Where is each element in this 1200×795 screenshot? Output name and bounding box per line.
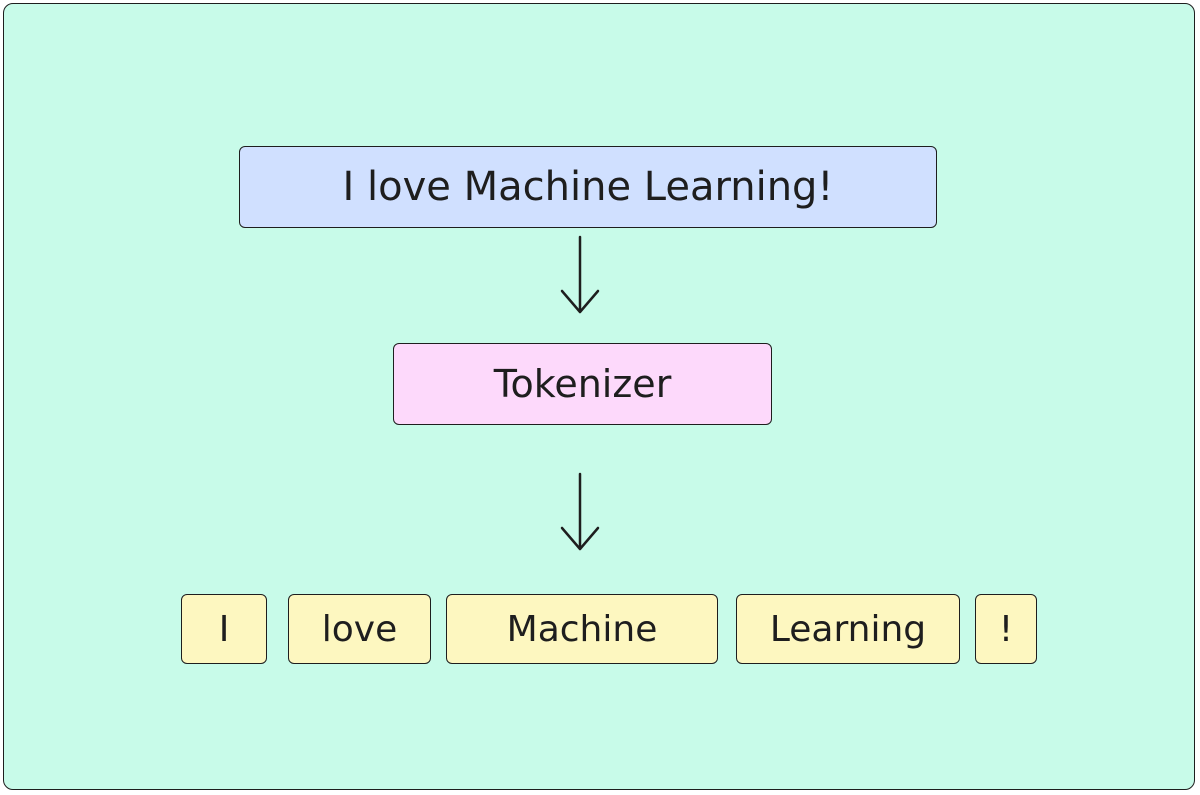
tokenizer-label: Tokenizer	[493, 362, 672, 406]
input-sentence-text: I love Machine Learning!	[342, 164, 834, 210]
input-sentence-box: I love Machine Learning!	[239, 146, 937, 228]
tokenizer-box: Tokenizer	[393, 343, 772, 425]
arrow-down-icon	[560, 235, 600, 314]
token-text: !	[998, 608, 1014, 650]
token-box: !	[975, 594, 1037, 664]
token-box: I	[181, 594, 267, 664]
token-text: love	[321, 608, 398, 650]
token-text: Learning	[769, 608, 927, 650]
token-text: I	[218, 608, 230, 650]
token-box: Learning	[736, 594, 960, 664]
token-text: Machine	[506, 608, 658, 650]
token-box: Machine	[446, 594, 718, 664]
arrow-down-icon	[560, 472, 600, 551]
token-box: love	[288, 594, 431, 664]
